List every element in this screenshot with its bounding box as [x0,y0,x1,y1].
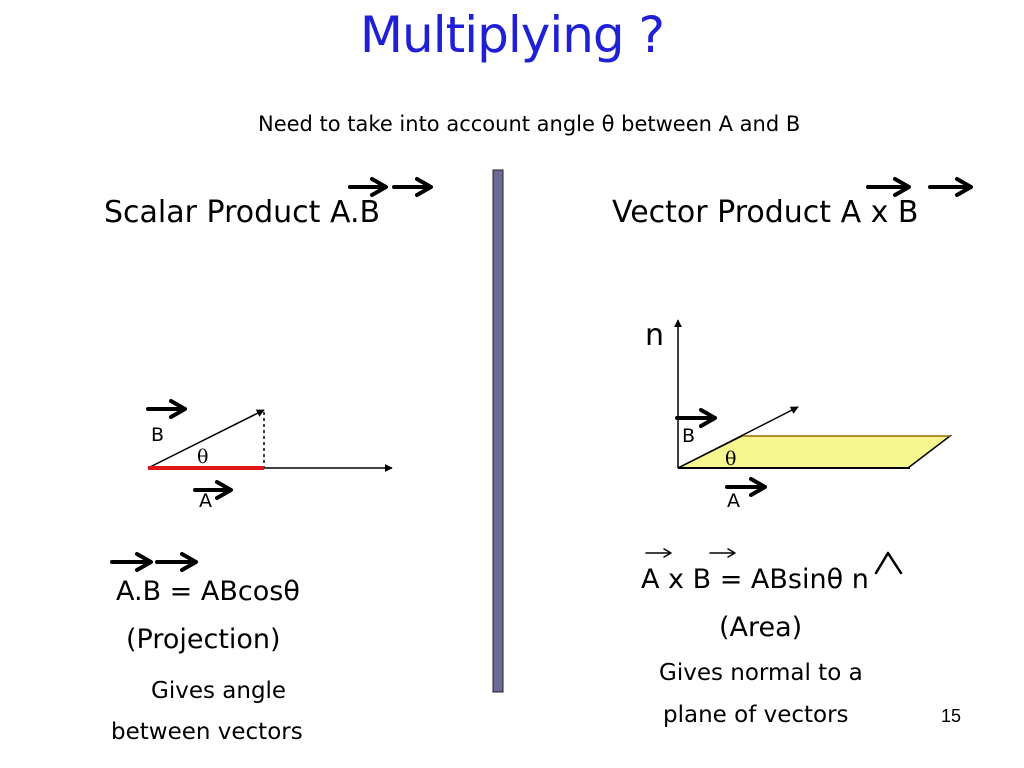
arrow-over-formula-a [110,552,153,572]
scalar-label-b: B [151,424,165,446]
arrow-over-label-a [725,477,767,497]
unit-vector-hat [874,551,903,575]
arrow-over-label-b [675,408,717,428]
arrow-over-label-b [146,399,187,419]
arrow-over-formula-b [155,552,198,572]
scalar-note-line1: Gives angle [151,678,287,704]
arrow-over-vector-a [866,177,911,197]
vector-meaning: (Area) [719,612,803,643]
scalar-meaning: (Projection) [126,624,281,655]
scalar-note-line2: between vectors [111,719,303,745]
vector-label-a: A [727,490,740,512]
vector-diagram [645,319,953,575]
vector-angle-theta: θ [725,448,737,470]
heading-vector-arrows [348,177,973,197]
vector-note-line2: plane of vectors [663,702,849,728]
slide-title: Multiplying ? [359,6,665,64]
arrow-over-label-a [193,480,233,500]
slide-subtitle: Need to take into account angle θ betwee… [258,112,801,136]
arrow-over-vector-b [928,177,973,197]
arrow-over-formula-a [645,548,672,558]
vector-label-n: n [645,318,665,353]
vector-note-line1: Gives normal to a [659,660,863,686]
vector-label-b: B [682,425,696,447]
scalar-diagram [110,399,393,572]
scalar-label-a: A [199,490,212,512]
arrow-over-scalar-a [348,177,388,197]
scalar-angle-theta: θ [197,446,209,468]
slide-number: 15 [941,706,962,726]
vector-plane [677,435,953,469]
vector-product-heading: Vector Product A x B [612,195,919,230]
vector-b-line [147,409,265,469]
scalar-product-heading: Scalar Product A.B [104,195,381,230]
arrow-over-scalar-b [392,177,433,197]
vector-b-line [677,406,799,469]
arrow-over-formula-b [709,548,736,558]
scalar-formula: A.B = ABcosθ [116,576,300,607]
center-divider [492,169,504,693]
vector-formula: A x B = ABsinθ n [641,564,869,595]
